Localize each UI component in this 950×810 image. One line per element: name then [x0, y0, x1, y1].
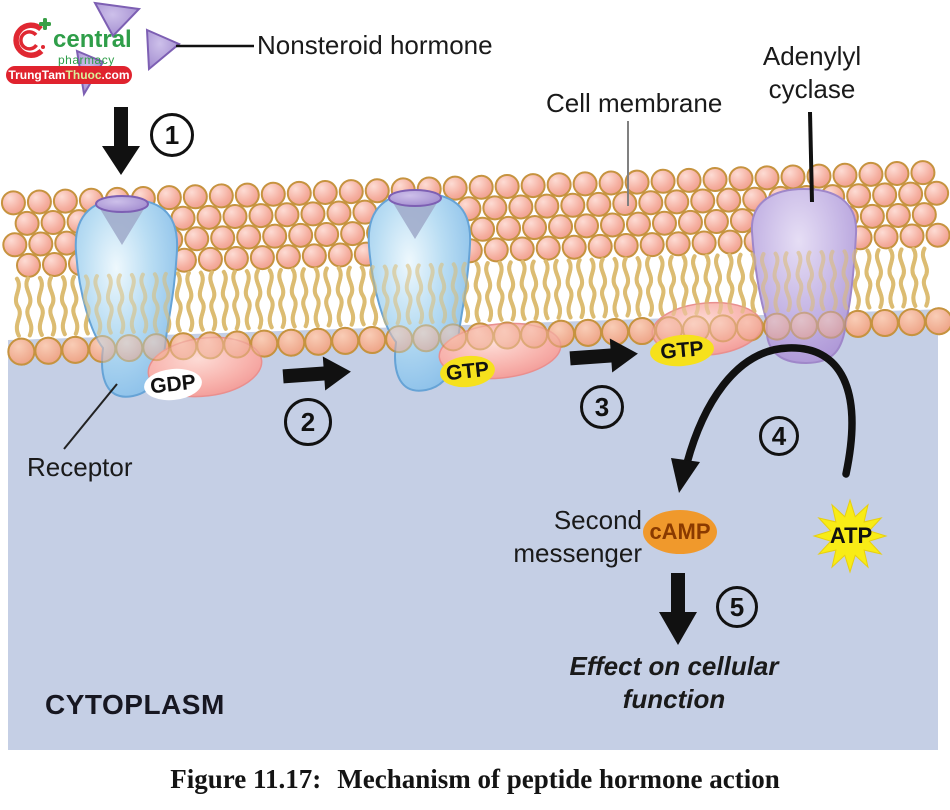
camp-badge: cAMP: [643, 510, 717, 554]
label-adenylyl-cyclase: Adenylyl cyclase: [729, 40, 895, 106]
label-second-messenger: Second messenger: [496, 504, 642, 570]
label-second-line1: Second: [553, 505, 642, 535]
label-second-line2: messenger: [513, 538, 642, 568]
logo-brand-text: central: [53, 26, 132, 53]
docked-hormone-rim-1: [95, 195, 149, 213]
step-circle-4: 4: [759, 416, 799, 456]
step-circle-3: 3: [580, 385, 624, 429]
docked-hormone-rim-2: [388, 189, 442, 207]
docked-hormone-cone-2: [390, 198, 440, 239]
step-circle-5: 5: [716, 586, 758, 628]
step5-arrow: [659, 573, 697, 645]
adenylyl-pointer-line: [808, 111, 814, 203]
logo-domain-part2: Thuoc: [65, 68, 102, 82]
figure-caption-title: Mechanism of peptide hormone action: [337, 764, 780, 794]
receptor-pointer-line: [63, 383, 118, 450]
step-circle-2: 2: [284, 398, 332, 446]
label-effect-on-function: Effect on cellular function: [562, 650, 786, 716]
label-effect-line1: Effect on cellular: [569, 651, 779, 681]
figure-caption: Figure 11.17: Mechanism of peptide hormon…: [0, 764, 950, 795]
label-receptor: Receptor: [27, 452, 133, 482]
label-cytoplasm: CYTOPLASM: [45, 689, 225, 720]
atp-star: [812, 498, 888, 574]
figure-caption-number: Figure 11.17:: [170, 764, 322, 794]
hormone-triangle-2: [145, 28, 181, 72]
logo-sub-text: pharmacy: [58, 53, 115, 67]
step4-arc-arrow: [683, 344, 856, 478]
step4-arc-arrowhead: [671, 458, 700, 493]
label-effect-line2: function: [622, 684, 726, 714]
logo-domain-part1: TrungTam: [8, 68, 66, 82]
atp-label: ATP: [829, 523, 873, 548]
diagram-canvas: [0, 1, 950, 750]
label-adenylyl-line1: Adenylyl: [762, 41, 862, 71]
step-circle-1: 1: [150, 113, 194, 157]
step1-arrow: [102, 107, 140, 175]
step3-arrow: [569, 338, 638, 373]
step2-arrow: [282, 356, 351, 391]
docked-hormone-cone-1: [97, 204, 147, 245]
label-cell-membrane: Cell membrane: [546, 88, 723, 118]
logo-c-icon: [13, 18, 51, 58]
hormone-triangle-1: [93, 1, 142, 38]
label-adenylyl-line2: cyclase: [768, 74, 856, 104]
logo-domain-part3: .com: [101, 68, 130, 82]
label-nonsteroid-hormone: Nonsteroid hormone: [257, 30, 493, 60]
